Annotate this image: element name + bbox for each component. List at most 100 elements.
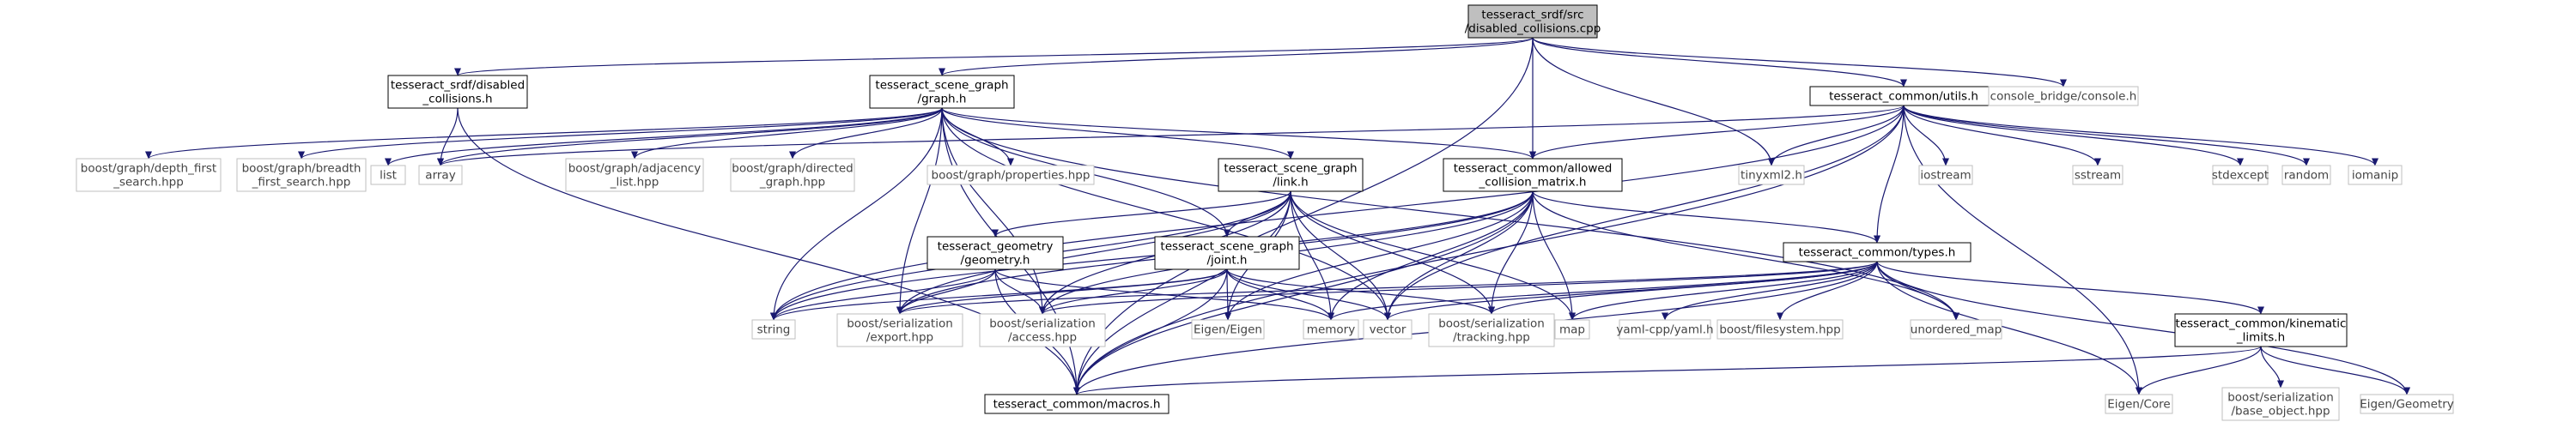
node-graph-h[interactable]: tesseract_scene_graph/graph.h (869, 75, 1015, 109)
node-label-line: /base_object.hpp (2231, 405, 2330, 419)
node-box (927, 165, 1095, 185)
node-allowed-collision-matrix-h[interactable]: tesseract_common/allowed_collision_matri… (1443, 158, 1623, 192)
node-box (2221, 387, 2340, 421)
dependency-arrow (992, 190, 1291, 238)
node-console-h: console_bridge/console.h (1988, 86, 2139, 106)
dependency-edge (1327, 261, 1878, 321)
node-box (1218, 158, 1364, 192)
dependency-arrow (1290, 190, 1391, 321)
dependency-edge (1532, 37, 1907, 87)
dependency-edge (1384, 105, 1905, 321)
node-label-line: /joint.h (1206, 254, 1247, 268)
node-label-line: map (1559, 323, 1585, 337)
node-export-hpp: boost/serialization/export.hpp (836, 313, 963, 347)
node-memory: memory (1303, 319, 1359, 340)
node-string: string (751, 319, 796, 340)
dependency-edge (896, 261, 1878, 315)
node-label-line: tesseract_scene_graph (1224, 162, 1357, 176)
node-label-line: _graph.hpp (759, 176, 825, 190)
node-utils-h[interactable]: tesseract_common/utils.h (1809, 86, 1998, 106)
node-label-line: _collision_matrix.h (1479, 176, 1587, 190)
dependency-arrow (298, 107, 943, 160)
dependency-arrow (1290, 190, 1334, 321)
dependency-edge (1876, 261, 2264, 315)
dependency-edge (939, 37, 1534, 76)
node-label-line: stdexcept (2212, 169, 2269, 183)
dependency-edge (1903, 105, 2379, 166)
node-random: random (2281, 165, 2331, 185)
dependency-edge (1290, 190, 1334, 321)
node-label-line: boost/graph/directed (732, 162, 854, 176)
node-box (236, 158, 367, 192)
node-box (1467, 4, 1598, 39)
node-box (2348, 165, 2403, 185)
node-directed-hpp: boost/graph/directed_graph.hpp (730, 158, 855, 192)
dependency-edge (1529, 105, 1905, 160)
dependency-arrow (1226, 268, 1391, 321)
node-label-line: tesseract_common/macros.h (993, 398, 1161, 412)
node-link-h[interactable]: tesseract_scene_graph/link.h (1218, 158, 1364, 192)
node-access-hpp: boost/serialization/access.hpp (979, 313, 1106, 347)
node-base-object-hpp: boost/serialization/base_object.hpp (2221, 387, 2340, 421)
node-joint-h[interactable]: tesseract_scene_graph/joint.h (1154, 236, 1300, 270)
node-label-line: /disabled_collisions.cpp (1465, 22, 1601, 36)
node-vector: vector (1363, 319, 1413, 340)
node-kinematic-limits-h[interactable]: tesseract_common/kinematic_limits.h (2174, 313, 2348, 347)
node-label-line: boost/graph/adjacency (568, 162, 702, 176)
dependency-arrow (896, 261, 1878, 315)
dependency-arrow (1532, 37, 2067, 87)
node-macros-h[interactable]: tesseract_common/macros.h (984, 394, 1170, 414)
dependency-edge (1532, 190, 1576, 321)
node-box (1363, 319, 1413, 340)
node-label-line: iomanip (2352, 169, 2398, 183)
dependency-edge (1224, 190, 1291, 238)
node-box (2212, 165, 2269, 185)
dependency-arrow (1903, 105, 2142, 395)
dependency-arrow (1532, 190, 1576, 321)
dependency-arrow (896, 268, 1228, 315)
node-label-line: boost/serialization (1438, 317, 1545, 331)
node-eigen-eigen: Eigen/Eigen (1191, 319, 1265, 340)
node-label-line: boost/graph/properties.hpp (932, 169, 1091, 183)
dependency-edge (437, 105, 1905, 166)
node-label-line: tesseract_scene_graph (1160, 240, 1293, 254)
node-box (2174, 313, 2348, 347)
dependency-edge (896, 268, 996, 315)
node-box (1191, 319, 1265, 340)
dependency-edge (1488, 261, 1878, 315)
node-box (869, 75, 1015, 109)
dependency-arrow (437, 107, 943, 166)
dependency-edge (1290, 190, 1391, 321)
node-tinyxml2-h: tinyxml2.h (1738, 165, 1805, 185)
dependency-arrow (1532, 37, 1907, 87)
dependency-edge (298, 107, 943, 160)
node-disabled-collisions-h[interactable]: tesseract_srdf/disabled_collisions.h (387, 75, 528, 109)
dependency-edge (1532, 37, 1775, 166)
dependency-arrow (385, 107, 943, 166)
dependency-edge (437, 107, 943, 166)
node-box (2281, 165, 2331, 185)
node-box (1716, 319, 1844, 340)
dependency-arrow (1327, 261, 1878, 321)
node-box (1738, 165, 1805, 185)
node-label-line: string (757, 323, 791, 337)
node-types-h[interactable]: tesseract_common/types.h (1783, 242, 1971, 262)
node-label-line: tesseract_srdf/disabled (391, 79, 525, 93)
node-tracking-hpp: boost/serialization/tracking.hpp (1428, 313, 1555, 347)
dependency-arrow (1224, 190, 1534, 321)
node-box (2072, 165, 2123, 185)
node-geometry-h[interactable]: tesseract_geometry/geometry.h (927, 236, 1064, 270)
node-sstream: sstream (2072, 165, 2123, 185)
dependency-arrow (789, 107, 943, 160)
dependency-arrow (1073, 190, 1291, 395)
node-box (751, 319, 796, 340)
node-bfs-hpp: boost/graph/breadth_first_search.hpp (236, 158, 367, 192)
dependency-arrow (145, 107, 943, 160)
node-yaml-h: yaml-cpp/yaml.h (1616, 319, 1714, 340)
node-box (418, 165, 463, 185)
dependency-edge (1903, 105, 2142, 395)
node-label-line: unordered_map (1911, 323, 2002, 337)
node-disabled-collisions-cpp[interactable]: tesseract_srdf/src/disabled_collisions.c… (1465, 4, 1601, 39)
dependency-arrow (770, 107, 943, 321)
